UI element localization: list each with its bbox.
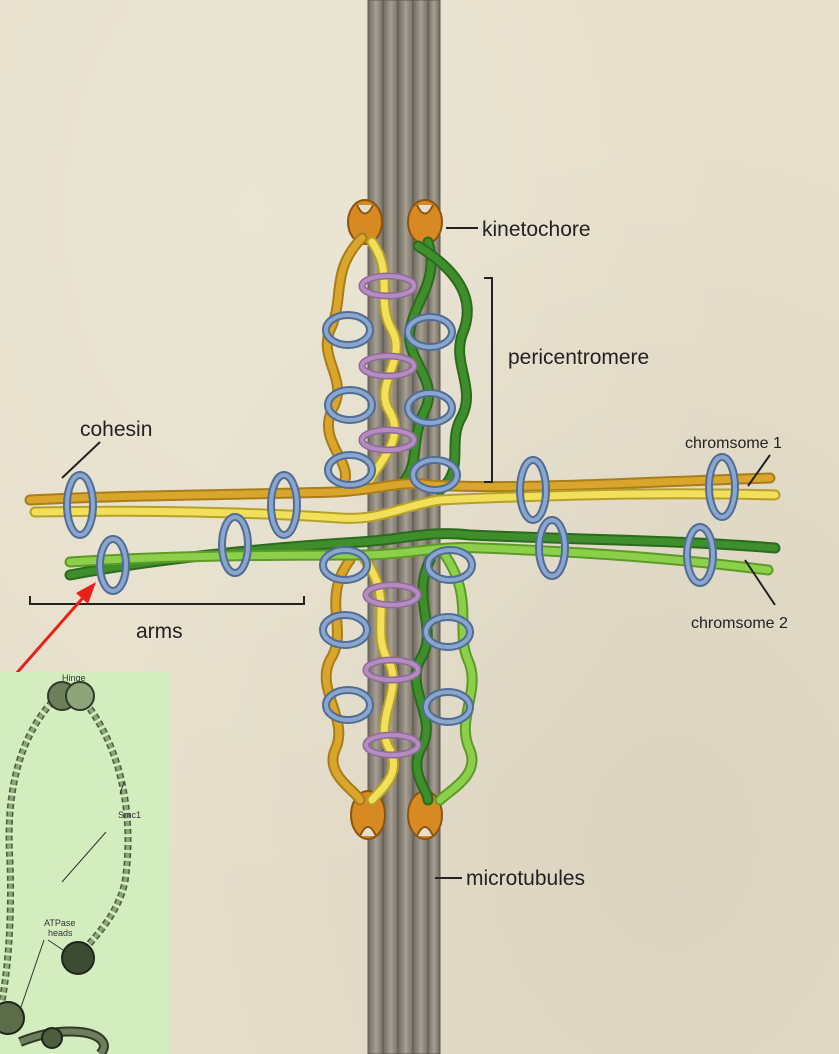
label-kinetochore: kinetochore — [482, 218, 591, 241]
cohesin-structure-drawing: Hinge Smc1 ATPase heads — [0, 672, 170, 1054]
inset-label-hinge: Hinge — [62, 673, 86, 683]
label-cohesin: cohesin — [80, 418, 152, 441]
inset-label-heads: heads — [48, 928, 73, 938]
label-microtubules: microtubules — [466, 867, 585, 890]
inset-label-atpase: ATPase — [44, 918, 75, 928]
label-arms: arms — [136, 620, 183, 643]
atpase-head — [62, 942, 94, 974]
label-chromosome-2: chromsome 2 — [691, 615, 788, 632]
cohesin-structure-inset: Hinge Smc1 ATPase heads — [0, 672, 170, 1054]
microtubules-group — [368, 0, 440, 1054]
label-pericentromere: pericentromere — [508, 346, 649, 369]
inset-label-smc1: Smc1 — [118, 810, 141, 820]
label-chromosome-1: chromsome 1 — [685, 435, 782, 452]
